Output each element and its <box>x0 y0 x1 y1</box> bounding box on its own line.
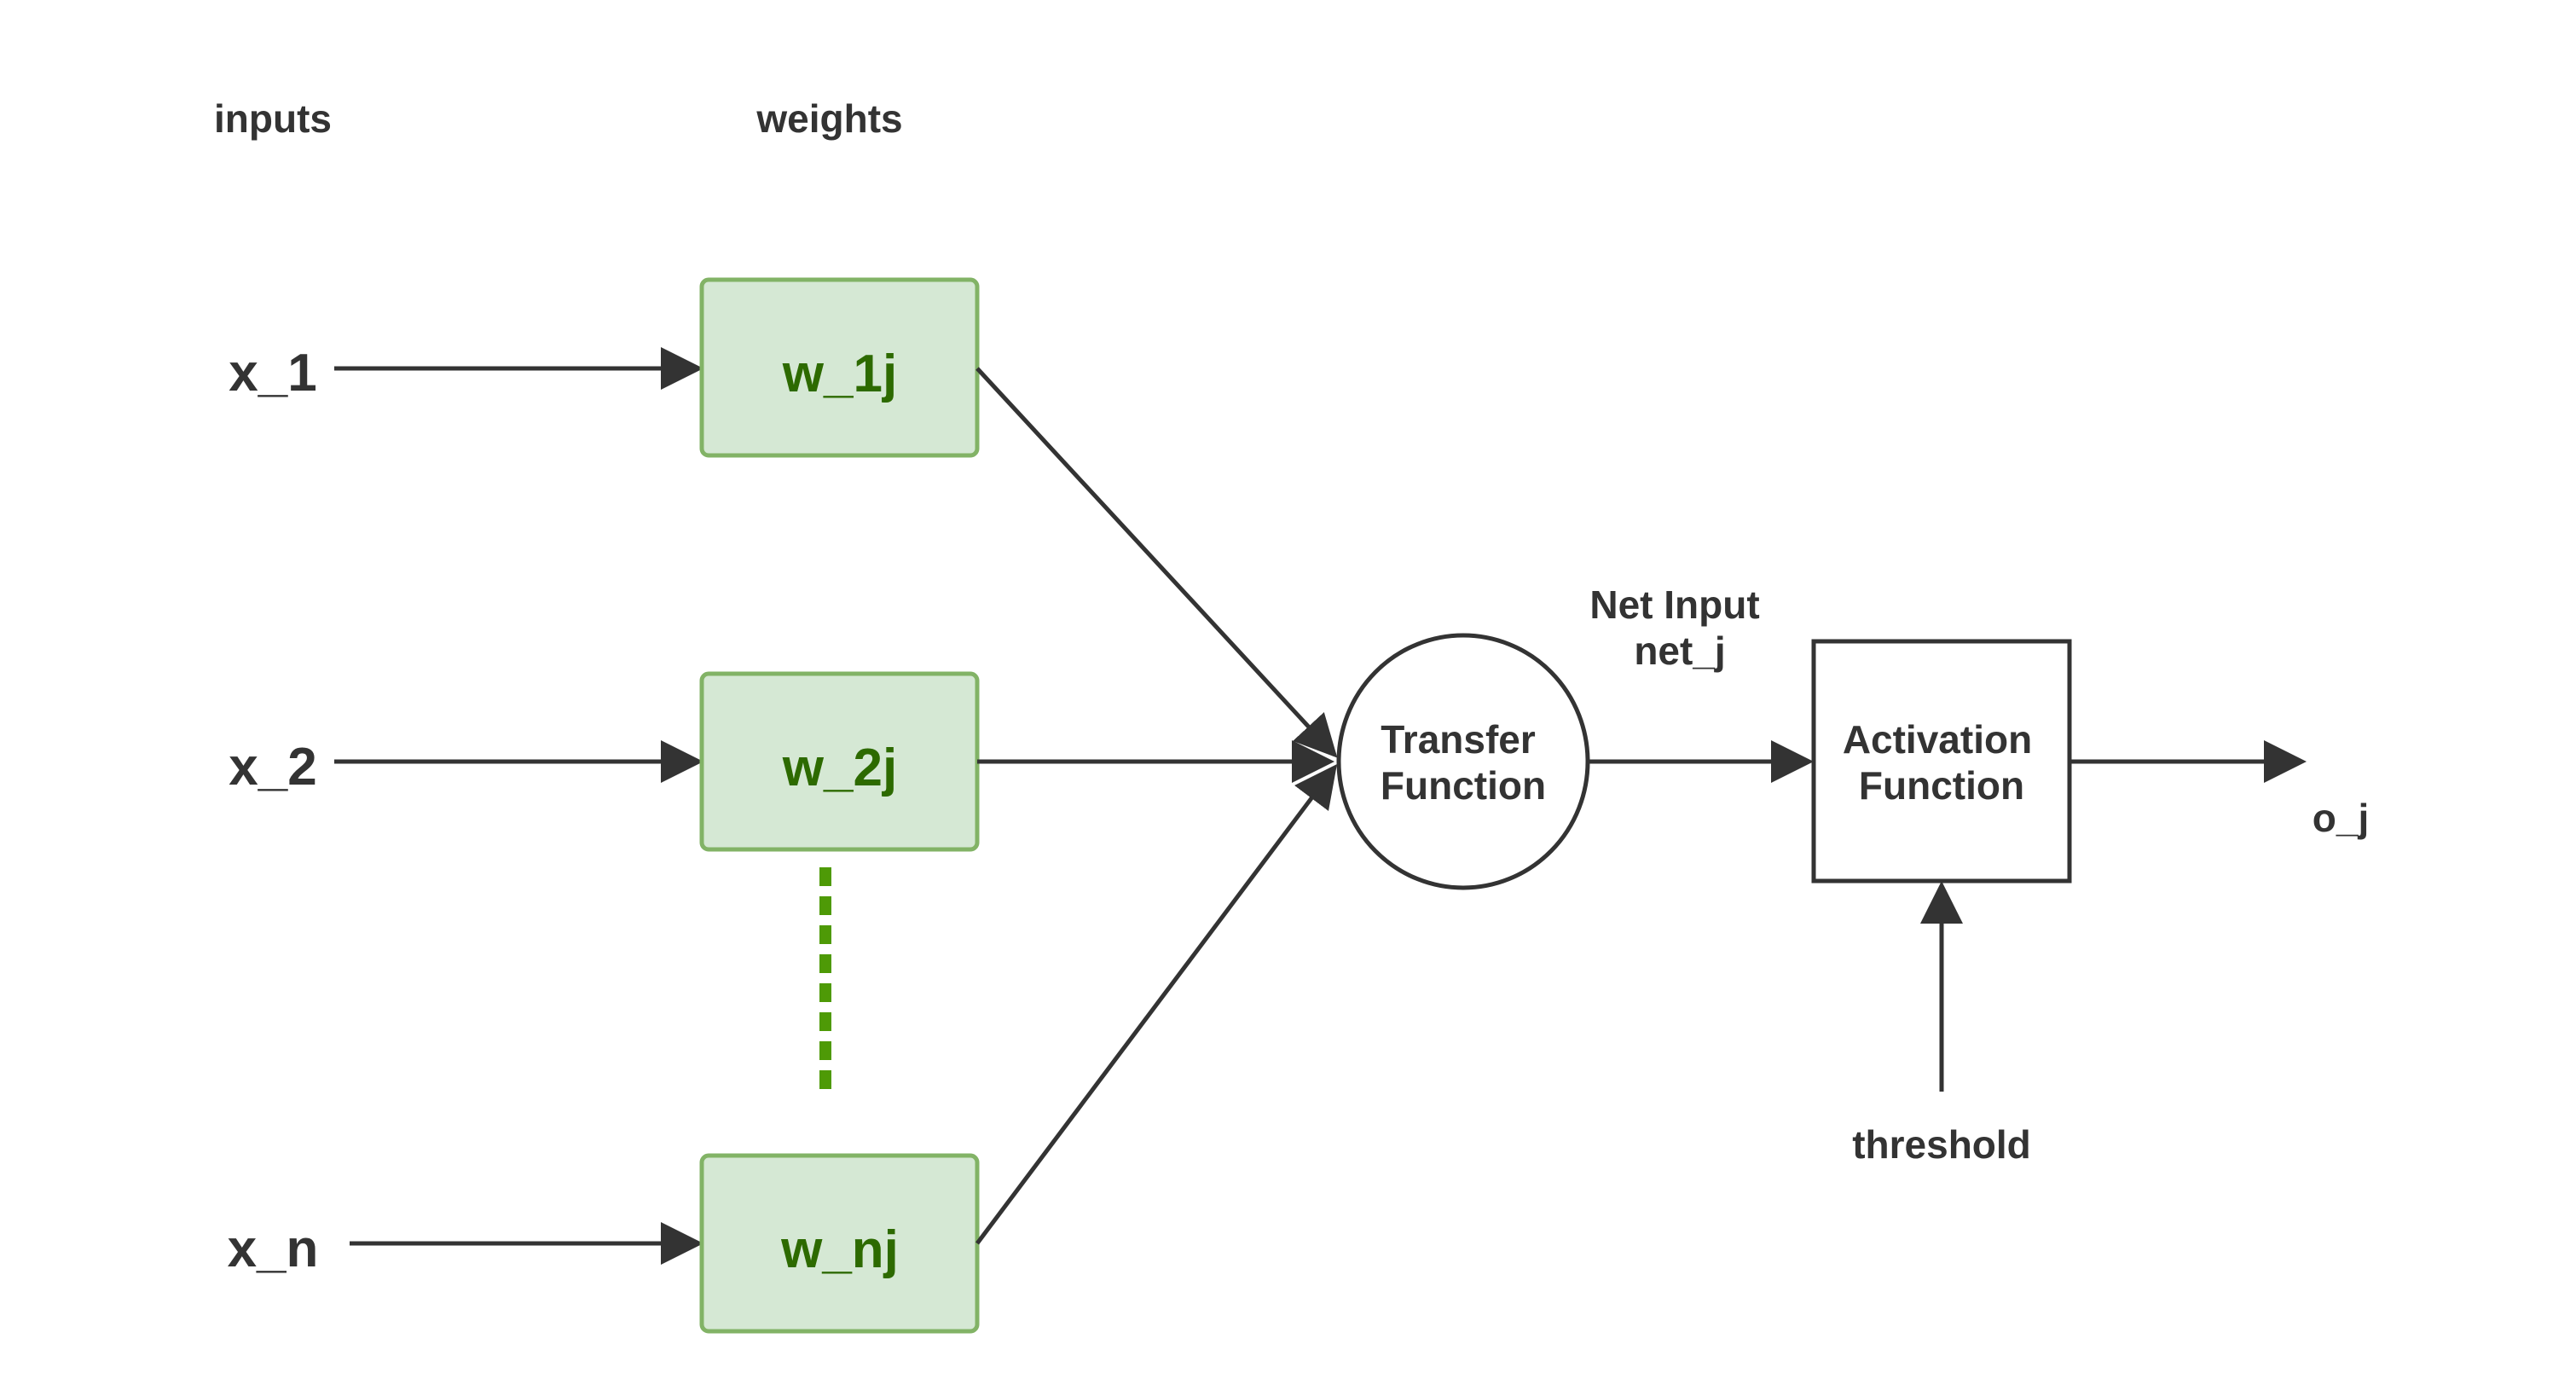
transfer-function-node: Transfer Function <box>1336 633 1590 890</box>
weights-header: weights <box>755 96 902 141</box>
weight-box-n: w_nj <box>699 1153 980 1334</box>
weight-label-2: w_2j <box>782 739 897 797</box>
edge-wn-to-transfer <box>975 764 1338 1245</box>
transfer-function-label-line1: Transfer <box>1381 717 1536 762</box>
weight-label-n: w_nj <box>780 1220 899 1279</box>
weight-box-2: w_2j <box>699 671 980 852</box>
activation-function-label-line1: Activation <box>1843 717 2032 762</box>
input-label-n: x_n <box>228 1220 319 1278</box>
input-label-2: x_2 <box>229 738 316 797</box>
input-label-1: x_1 <box>229 344 316 403</box>
net-input-label-line2: net_j <box>1634 629 1725 673</box>
edge-w1-to-transfer <box>975 367 1338 758</box>
net-input-label-line1: Net Input <box>1589 582 1759 627</box>
activation-function-label-line2: Function <box>1859 763 2024 808</box>
inputs-header: inputs <box>214 96 332 141</box>
output-label: o_j <box>2313 796 2369 840</box>
threshold-label: threshold <box>1852 1122 2031 1167</box>
transfer-function-label-line2: Function <box>1381 763 1546 808</box>
weight-label-1: w_1j <box>782 345 897 403</box>
activation-function-node: Activation Function <box>1811 639 2072 884</box>
weight-box-1: w_1j <box>699 277 980 458</box>
